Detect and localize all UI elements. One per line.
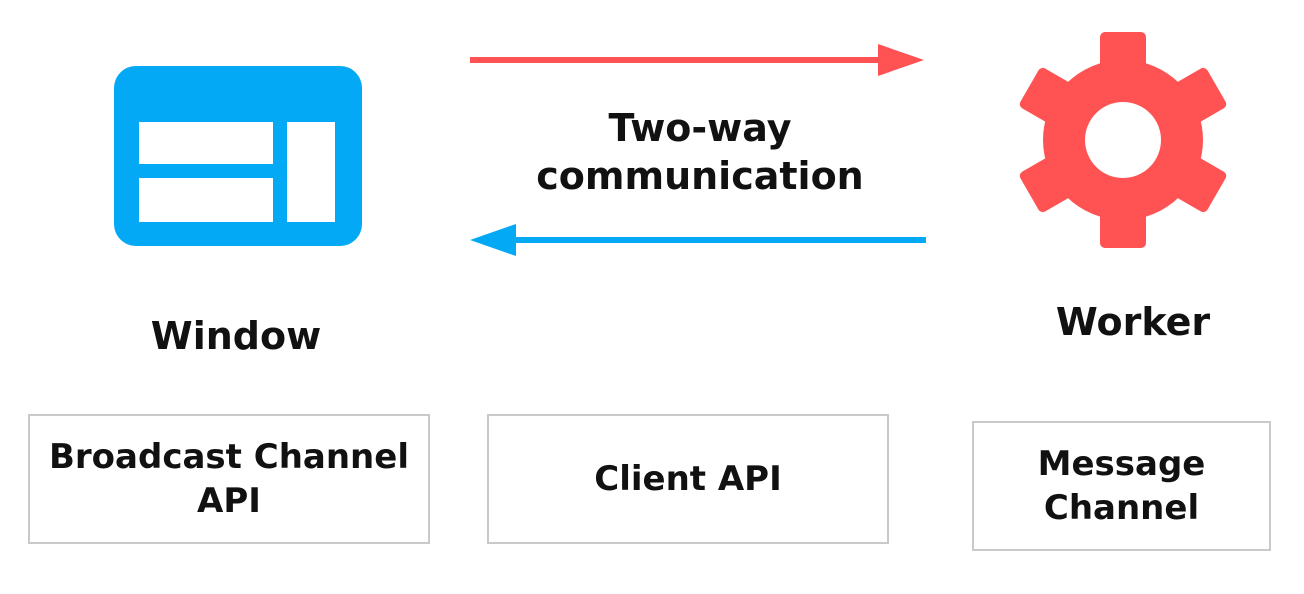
center-label-line-2: communication — [536, 154, 864, 198]
message-channel-box: Message Channel — [972, 421, 1271, 551]
arrow-left-icon — [470, 224, 926, 256]
broadcast-channel-line-1: Broadcast Channel — [49, 437, 409, 477]
broadcast-channel-api-box: Broadcast Channel API — [28, 414, 430, 544]
broadcast-channel-line-2: API — [197, 481, 261, 521]
client-api-line-1: Client API — [594, 459, 782, 499]
window-label: Window — [150, 314, 322, 358]
two-way-communication-label: Two-way communication — [470, 104, 930, 200]
browser-window-icon — [114, 66, 362, 246]
center-label-line-1: Two-way — [608, 106, 792, 150]
client-api-box: Client API — [487, 414, 889, 544]
message-channel-line-2: Channel — [1043, 488, 1200, 528]
worker-label: Worker — [1055, 300, 1211, 344]
message-channel-line-1: Message — [1037, 444, 1206, 484]
arrow-right-icon — [470, 44, 924, 76]
gear-icon — [1019, 32, 1227, 248]
